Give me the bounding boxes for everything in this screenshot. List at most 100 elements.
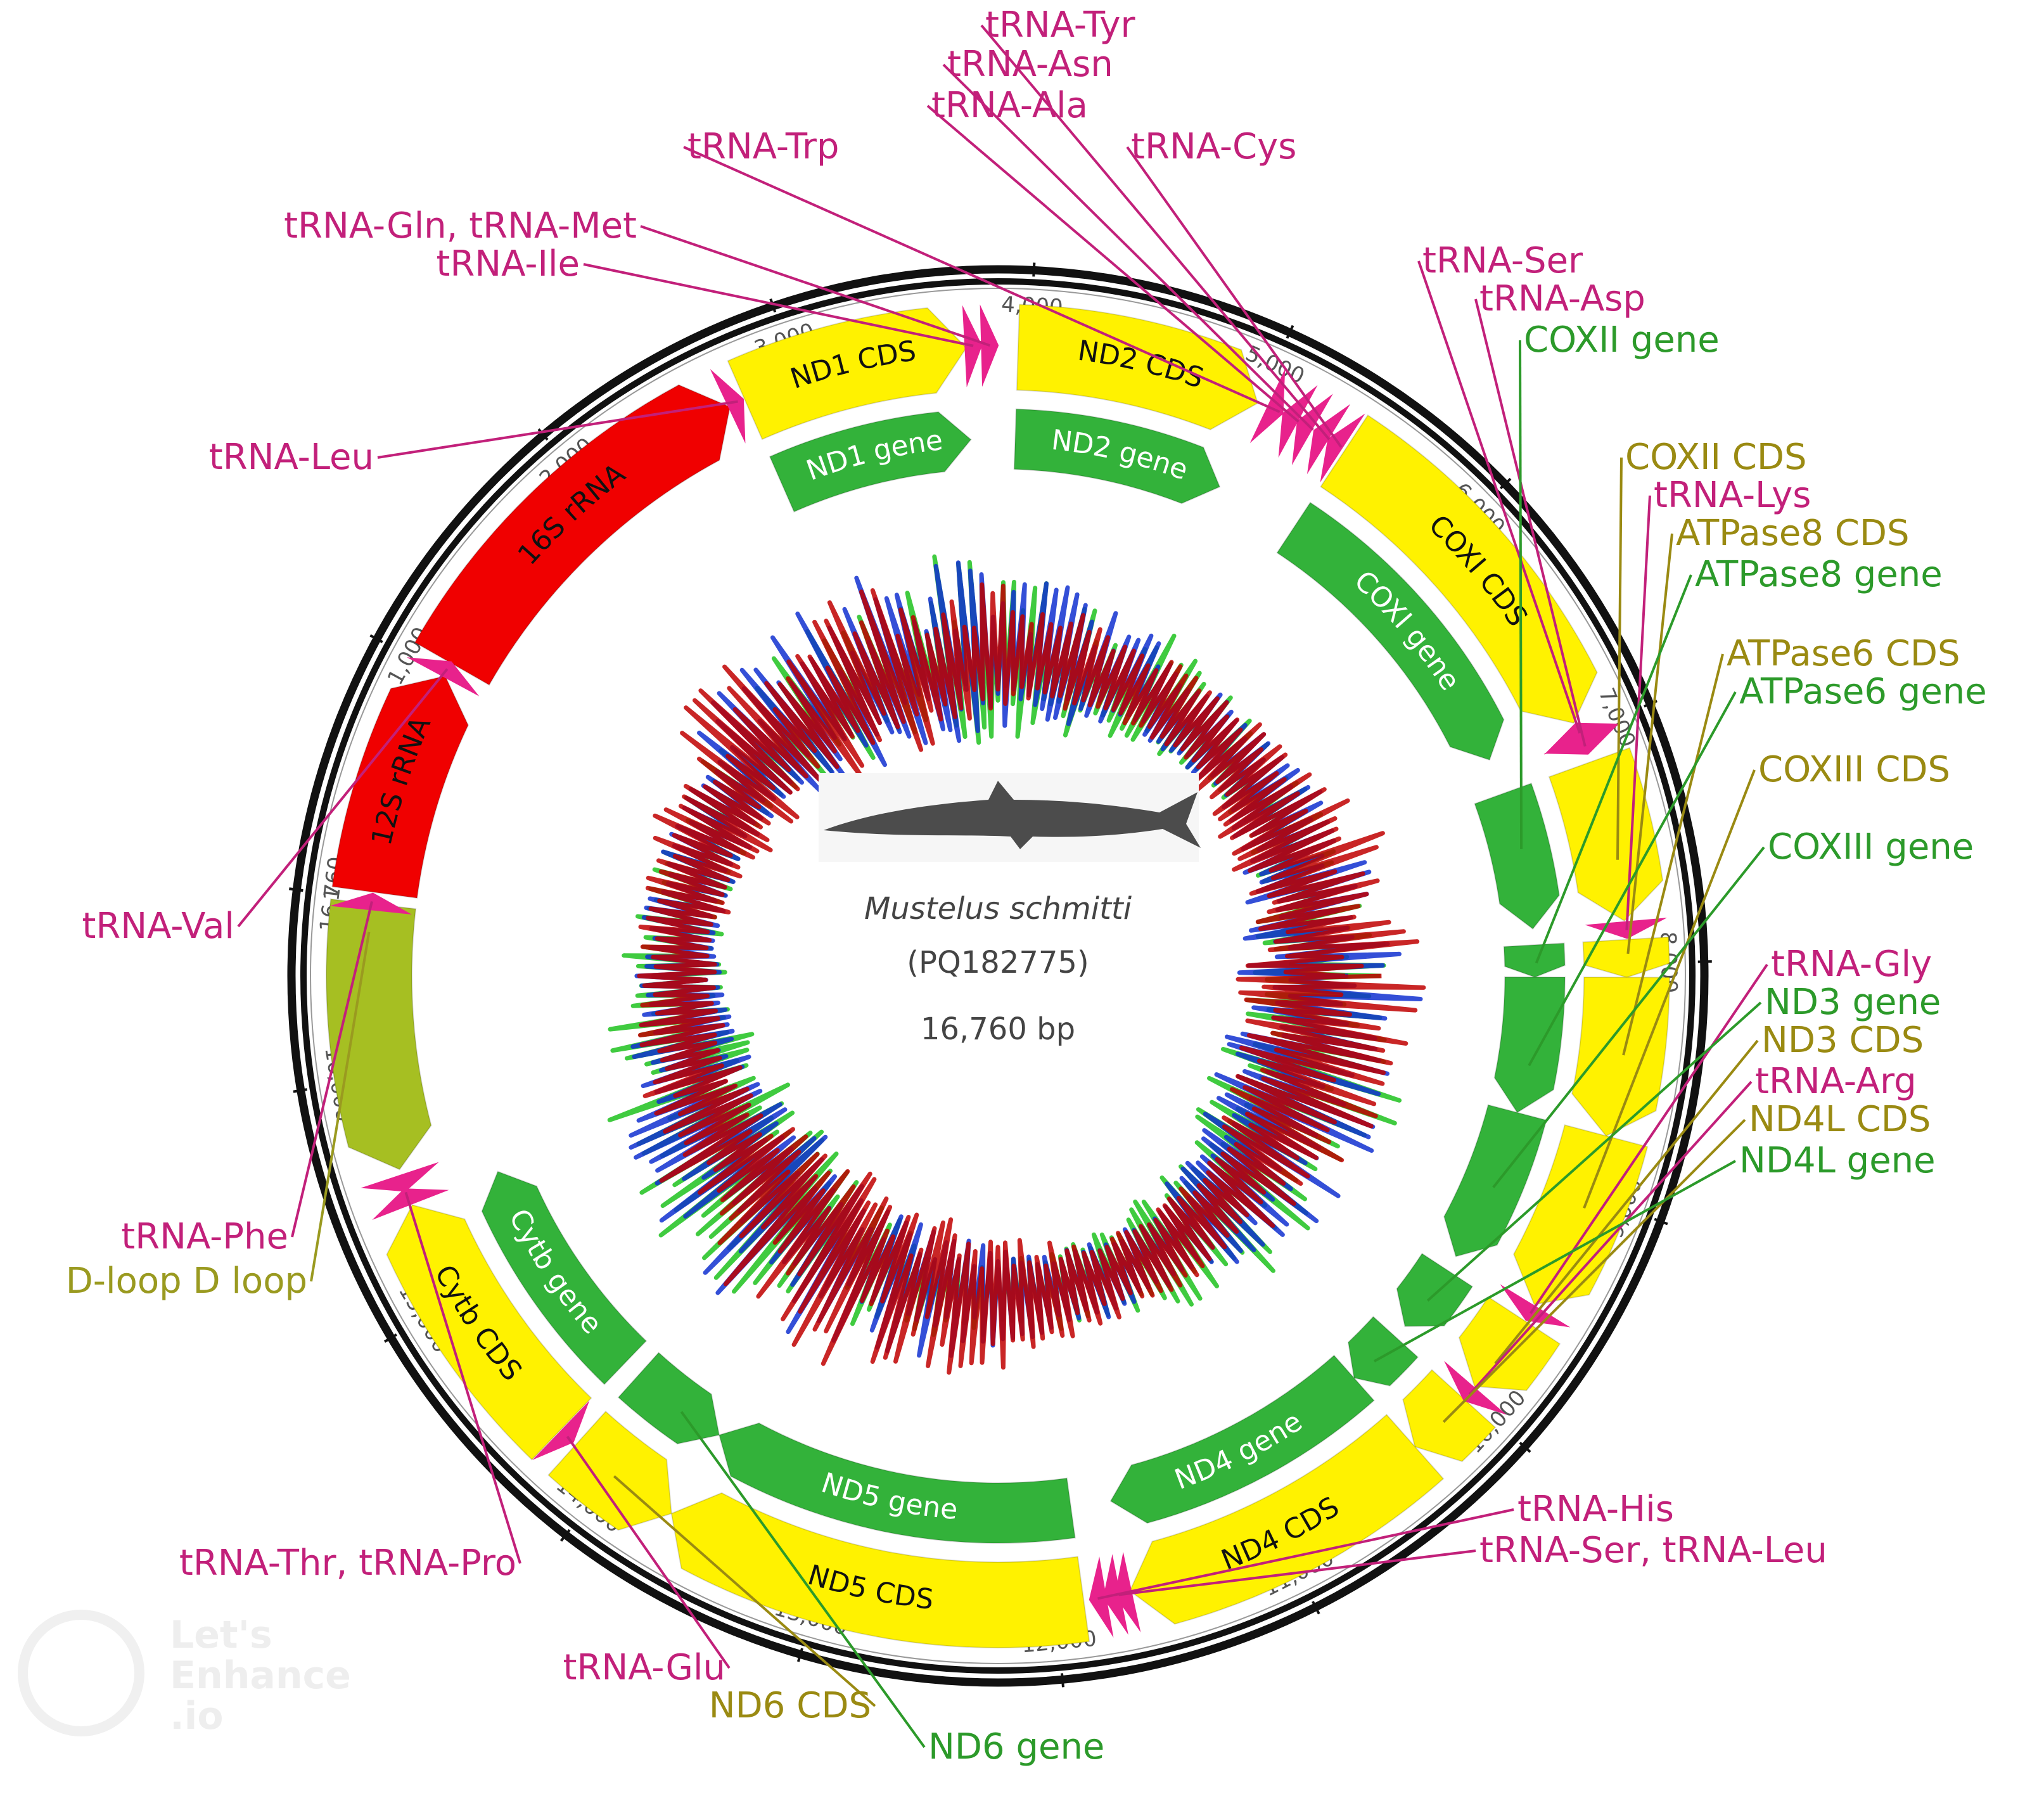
label-leader-line bbox=[1626, 533, 1673, 954]
label-leader-line bbox=[1625, 495, 1651, 930]
feature-callout-label: ND6 CDS bbox=[709, 1685, 871, 1726]
feature-arc-gene bbox=[1347, 1316, 1419, 1387]
tick-mark bbox=[1312, 1601, 1320, 1615]
label-leader-line bbox=[926, 105, 1300, 423]
label-leader-line bbox=[640, 225, 990, 347]
label-leader-line bbox=[310, 932, 371, 1282]
feature-arc-gene bbox=[1276, 501, 1505, 761]
tick-mark bbox=[1499, 477, 1512, 490]
backbone-middle-ring bbox=[300, 278, 1696, 1674]
label-leader-line bbox=[1374, 1160, 1736, 1363]
composition-trace-2 bbox=[637, 582, 1426, 1375]
tick-mark bbox=[537, 428, 549, 441]
feature-arc-gene bbox=[1503, 942, 1566, 978]
label-leader-line bbox=[980, 24, 1331, 440]
label-leader-line bbox=[1426, 1001, 1762, 1302]
label-leader-line bbox=[1528, 691, 1737, 1067]
feature-callout-label: tRNA-Ala bbox=[931, 85, 1088, 126]
feature-callout-label: tRNA-Gln, tRNA-Met bbox=[284, 205, 637, 247]
label-leader-line bbox=[1417, 260, 1581, 734]
label-leaders bbox=[237, 24, 1768, 1748]
label-leader-line bbox=[680, 1411, 926, 1748]
feature-arc-cds bbox=[1513, 1124, 1649, 1305]
feature-callout-label: tRNA-Lys bbox=[1654, 475, 1811, 516]
feature-callout-label: tRNA-Leu bbox=[209, 437, 374, 478]
tick-mark bbox=[769, 298, 777, 313]
label-leader-line bbox=[1097, 1508, 1514, 1600]
feature-arc-gene bbox=[1474, 782, 1560, 930]
backbone-outer-ring bbox=[287, 265, 1709, 1687]
accession-number: (PQ182775) bbox=[907, 945, 1089, 980]
label-leader-line bbox=[404, 1191, 521, 1564]
feature-arc-gene bbox=[1013, 408, 1221, 504]
feature-arc-dloop bbox=[326, 898, 432, 1170]
tick-mark bbox=[1286, 324, 1294, 339]
label-leader-line bbox=[1126, 146, 1343, 448]
feature-callout-label: tRNA-Ser, tRNA-Leu bbox=[1479, 1530, 1827, 1571]
feature-callout-label: COXIII gene bbox=[1768, 826, 1974, 868]
label-leader-line bbox=[683, 146, 1281, 413]
label-leader-line bbox=[1529, 963, 1768, 1314]
feature-callout-label: D-loop D loop bbox=[66, 1260, 307, 1302]
label-leader-line bbox=[1519, 340, 1523, 849]
feature-callout-label: tRNA-Gly bbox=[1771, 944, 1932, 985]
tick-mark bbox=[383, 1333, 397, 1343]
label-leader-line bbox=[583, 263, 974, 347]
genome-backbone-ring bbox=[287, 265, 1709, 1687]
label-leader-line bbox=[942, 63, 1314, 431]
feature-arc-gene bbox=[1443, 1104, 1547, 1257]
feature-callout-label: tRNA-Thr, tRNA-Pro bbox=[179, 1542, 516, 1584]
feature-arc-gene bbox=[1396, 1252, 1474, 1327]
trna-marker bbox=[1249, 368, 1286, 444]
label-leader-line bbox=[1474, 298, 1587, 747]
tick-mark bbox=[1060, 1673, 1064, 1688]
label-leader-line bbox=[1118, 1549, 1476, 1596]
label-leader-line bbox=[377, 400, 738, 459]
feature-callout-label: ATPase8 CDS bbox=[1676, 513, 1910, 554]
feature-arc-gene bbox=[718, 1422, 1076, 1544]
feature-callout-label: ND4L CDS bbox=[1749, 1099, 1931, 1140]
tick-mark bbox=[796, 1648, 803, 1662]
label-leader-line bbox=[1494, 1039, 1759, 1364]
feature-arc-gene bbox=[617, 1351, 720, 1445]
label-leader-line bbox=[1616, 457, 1623, 860]
label-leader-line bbox=[1468, 1081, 1753, 1395]
label-leader-line bbox=[1492, 846, 1765, 1188]
feature-callout-label: ND6 gene bbox=[928, 1726, 1104, 1767]
backbone-inner-ring bbox=[310, 288, 1686, 1664]
feature-arc-cds bbox=[1458, 1296, 1561, 1391]
tick-mark bbox=[1654, 1217, 1668, 1226]
watermark-line-1: Let's bbox=[170, 1613, 272, 1657]
feature-callout-label: ATPase8 gene bbox=[1695, 554, 1943, 595]
label-leader-line bbox=[1622, 653, 1724, 1056]
feature-callout-label: ATPase6 gene bbox=[1739, 671, 1987, 712]
tick-mark bbox=[559, 1529, 571, 1542]
center-block: Mustelus schmitti (PQ182775) 16,760 bp bbox=[819, 773, 1201, 1047]
feature-arc-cds bbox=[670, 1492, 1090, 1648]
feature-callout-label: COXII gene bbox=[1524, 319, 1720, 361]
tick-mark bbox=[293, 1088, 307, 1093]
feature-callout-label: ND4L gene bbox=[1739, 1140, 1936, 1181]
feature-callout-label: tRNA-Ser bbox=[1422, 240, 1583, 281]
feature-callout-label: tRNA-His bbox=[1517, 1489, 1674, 1530]
shark-illustration bbox=[819, 773, 1201, 862]
label-leader-line bbox=[613, 1475, 876, 1707]
label-leader-line bbox=[1535, 574, 1692, 964]
feature-arc-gene bbox=[481, 1170, 648, 1385]
feature-callout-label: ATPase6 CDS bbox=[1727, 633, 1960, 674]
label-leader-line bbox=[566, 1435, 731, 1669]
trna-marker bbox=[1543, 722, 1620, 755]
watermark-line-3: .io bbox=[170, 1694, 224, 1738]
feature-callout-label: tRNA-Arg bbox=[1755, 1061, 1917, 1102]
trna-marker bbox=[1306, 404, 1351, 475]
label-leader-line bbox=[237, 668, 449, 928]
tick-mark bbox=[1032, 262, 1036, 277]
feature-callout-label: ND3 gene bbox=[1765, 982, 1941, 1023]
genome-size: 16,760 bp bbox=[921, 1011, 1075, 1047]
label-leader-line bbox=[1442, 1119, 1746, 1423]
feature-arc-gene bbox=[1109, 1354, 1375, 1524]
trna-marker bbox=[361, 1162, 439, 1192]
feature-callout-label: tRNA-Glu bbox=[563, 1647, 725, 1688]
feature-callout-label: tRNA-Ile bbox=[436, 243, 580, 285]
